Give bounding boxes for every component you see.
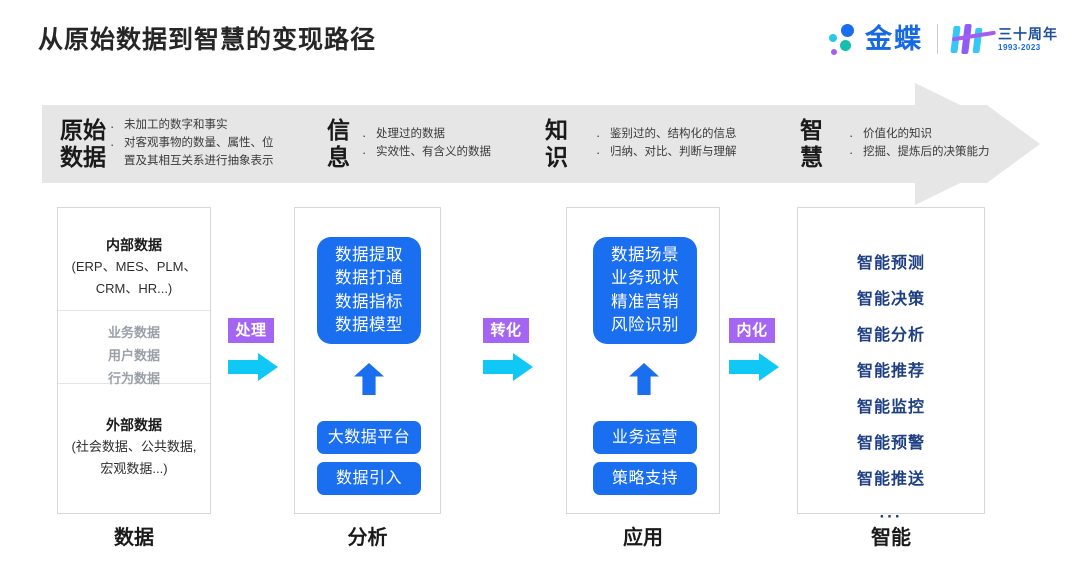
right-arrow-icon [228,353,278,381]
bullet-text: 价值化的知识 [863,128,932,141]
band-stage-wisdom: 智 慧 · 价值化的知识 · 挖掘、提炼后的决策能力 [800,105,990,183]
connector-internalize: 内化 [729,318,797,381]
intelligence-list: 智能预测 智能决策 智能分析 智能推荐 智能监控 智能预警 智能推送 ··· [798,255,984,526]
band-stage-bullets: · 处理过的数据 · 实效性、有含义的数据 [362,126,491,162]
dikw-band-background [42,105,1040,183]
intelligence-item: 智能分析 [856,327,925,344]
middle-data-item: 业务数据 [107,325,160,340]
up-arrow-icon [354,363,384,395]
bullet-dot-icon: · [849,145,854,161]
kingdee-logo: 金蝶 三十周年 1993-2023 [826,18,1058,60]
logo-divider [937,24,938,54]
bullet-text: 挖掘、提炼后的决策能力 [863,146,990,158]
bullet-text: 归纳、对比、判断与理解 [610,146,737,158]
anniversary-label: 三十周年 [998,25,1058,42]
bullet-dot-icon: · [110,118,115,134]
bullet-text: 置及其相互关系进行抽象表示 [124,154,274,167]
external-data-title: 外部数据 [106,417,162,433]
column-label-data: 数据 [114,527,154,549]
column-label-application: 应用 [623,527,663,549]
internal-data-sub-line1: (ERP、MES、PLM、 [71,259,197,275]
bullet-dot-icon: · [362,127,367,143]
column-card-application: 数据场景 业务现状 精准营销 风险识别 业务运营 策略支持 [566,207,720,514]
application-capability-item: 数据场景 [611,245,679,264]
bullet-text: 实效性、有含义的数据 [376,146,491,158]
analysis-capability-item: 数据模型 [335,315,403,334]
middle-data-section: 业务数据 用户数据 行为数据 [58,311,210,386]
middle-data-item: 用户数据 [107,347,160,363]
bullet-dot-icon: · [362,145,367,161]
right-arrow-icon [729,353,779,381]
analysis-foundation-pill: 大数据平台 [317,421,421,454]
band-stage-name: 知 识 [545,116,568,170]
band-stage-knowledge: 知 识 · 鉴别过的、结构化的信息 · 归纳、对比、判断与理解 [545,105,737,183]
intelligence-item: 智能监控 [856,399,925,416]
band-stage-name: 智 慧 [800,116,823,170]
band-stage-raw-data: 原始 数据 · 未加工的数字和事实 · 对客观事物的数量、属性、位 置及其相互关系进… [60,105,274,183]
bullet-text: 对客观事物的数量、属性、位 [124,137,274,150]
connector-label: 内化 [729,318,775,343]
middle-data-item: 行为数据 [107,370,160,386]
application-capability-item: 精准营销 [611,292,679,311]
bullet-text: 处理过的数据 [376,128,445,141]
intelligence-item: 智能预警 [856,435,925,452]
bullet-dot-icon: · [596,145,601,161]
analysis-foundation-pill: 数据引入 [317,462,421,495]
band-stage-information: 信 息 · 处理过的数据 · 实效性、有含义的数据 [327,105,491,183]
column-label-analysis: 分析 [347,527,388,549]
analysis-capability-item: 数据指标 [335,292,403,311]
anniversary-text: 三十周年 1993-2023 [998,27,1058,52]
application-capability-item: 业务现状 [611,269,679,288]
band-stage-name: 原始 数据 [60,116,106,170]
anniversary-years: 1993-2023 [998,42,1041,52]
internal-data-section: 内部数据 (ERP、MES、PLM、 CRM、HR...) [58,208,210,311]
page-title: 从原始数据到智慧的变现路径 [38,26,377,54]
band-stage-bullets: · 价值化的知识 · 挖掘、提炼后的决策能力 [849,126,990,162]
analysis-capability-box: 数据提取 数据打通 数据指标 数据模型 [317,237,421,344]
connector-process: 处理 [228,318,296,381]
logo-brand-text: 金蝶 [865,23,923,54]
intelligence-item: 智能决策 [856,291,925,308]
external-data-sub-line1: (社会数据、公共数据, [71,439,197,455]
intelligence-ellipsis: ··· [879,507,903,526]
external-data-section: 外部数据 (社会数据、公共数据, 宏观数据...) [58,384,210,479]
bullet-dot-icon: · [596,127,601,143]
right-arrow-icon [483,353,533,381]
application-foundation-pill: 业务运营 [593,421,697,454]
bullet-dot-icon: · [849,127,854,143]
intelligence-item: 智能推荐 [856,363,925,380]
column-label-intelligence: 智能 [871,527,911,549]
internal-data-title: 内部数据 [106,237,162,253]
analysis-capability-item: 数据提取 [335,245,403,264]
connector-transform: 转化 [483,318,551,381]
band-stage-bullets: · 未加工的数字和事实 · 对客观事物的数量、属性、位 置及其相互关系进行抽象表示 [110,117,274,170]
anniversary-mark-icon [950,22,997,56]
column-card-analysis: 数据提取 数据打通 数据指标 数据模型 大数据平台 数据引入 [294,207,441,514]
column-card-intelligence: 智能预测 智能决策 智能分析 智能推荐 智能监控 智能预警 智能推送 ··· [797,207,985,525]
bullet-text: 未加工的数字和事实 [124,119,228,132]
bullet-text: 鉴别过的、结构化的信息 [610,128,737,141]
up-arrow-icon [629,363,659,395]
band-stage-bullets: · 鉴别过的、结构化的信息 · 归纳、对比、判断与理解 [596,126,737,162]
application-foundation-pill: 策略支持 [593,462,697,495]
connector-label: 转化 [483,318,529,343]
intelligence-item: 智能预测 [856,255,925,272]
logo-dots-icon [826,22,862,56]
application-capability-box: 数据场景 业务现状 精准营销 风险识别 [593,237,697,344]
external-data-sub-line2: 宏观数据...) [100,460,168,476]
internal-data-sub-line2: CRM、HR...) [95,280,173,296]
connector-label: 处理 [228,318,274,343]
column-card-data: 内部数据 (ERP、MES、PLM、 CRM、HR...) 业务数据 用户数据 … [57,207,211,514]
analysis-capability-item: 数据打通 [335,269,403,288]
application-capability-item: 风险识别 [611,315,679,334]
band-stage-name: 信 息 [327,116,350,170]
bullet-dot-icon: · [110,136,115,152]
intelligence-item: 智能推送 [856,471,925,488]
